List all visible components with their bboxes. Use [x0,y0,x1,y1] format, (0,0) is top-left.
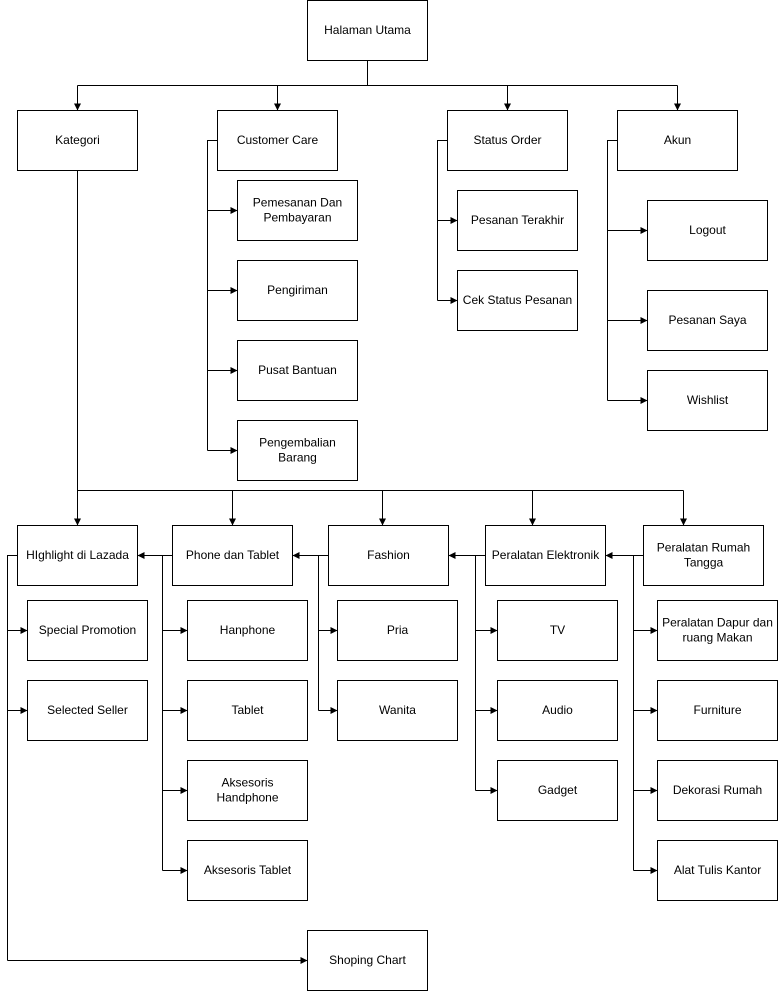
node-special-promotion: Special Promotion [27,600,148,661]
node-pria: Pria [337,600,458,661]
node-label: Peralatan Dapur dan [662,616,773,630]
node-label: Hanphone [220,623,276,637]
node-label: Furniture [693,703,741,717]
status-order-spine [437,140,448,301]
node-label: HIghlight di Lazada [26,548,129,562]
node-label: Akun [664,133,691,147]
node-hanphone: Hanphone [187,600,308,661]
node-highlight: HIghlight di Lazada [17,525,138,586]
node-label: Pemesanan Dan [253,196,342,210]
node-label: Pria [387,623,409,637]
node-shoping-chart: Shoping Chart [307,930,428,991]
node-akun: Akun [617,110,738,171]
node-label: Logout [689,223,726,237]
node-label: Pesanan Terakhir [471,213,564,227]
node-label: Alat Tulis Kantor [674,863,761,877]
elektronik-spine [475,555,486,791]
fashion-spine [318,555,329,711]
connectors [7,60,687,964]
node-label: Tangga [684,556,724,570]
rumah-spine [633,555,644,871]
node-label: TV [550,623,565,637]
node-alat-tulis: Alat Tulis Kantor [657,840,778,901]
node-pengiriman: Pengiriman [237,260,358,321]
node-tv: TV [497,600,618,661]
node-aks-tablet: Aksesoris Tablet [187,840,308,901]
node-label: Barang [278,451,317,465]
node-gadget: Gadget [497,760,618,821]
node-audio: Audio [497,680,618,741]
node-label: Peralatan Elektronik [492,548,600,562]
node-label: Aksesoris [221,776,273,790]
node-label: Pengembalian [259,436,336,450]
node-label: ruang Makan [682,631,752,645]
node-label: Tablet [231,703,264,717]
node-kategori: Kategori [17,110,138,171]
node-customer-care: Customer Care [217,110,338,171]
node-label: Halaman Utama [324,23,411,37]
node-label: Shoping Chart [329,953,406,967]
akun-spine [607,140,618,401]
node-cek-status: Cek Status Pesanan [457,270,578,331]
node-label: Status Order [473,133,541,147]
node-label: Audio [542,703,573,717]
node-pesanan-terakhir: Pesanan Terakhir [457,190,578,251]
node-furniture: Furniture [657,680,778,741]
phone-spine [162,555,173,871]
node-elektronik: Peralatan Elektronik [485,525,606,586]
node-selected-seller: Selected Seller [27,680,148,741]
node-label: Customer Care [237,133,319,147]
node-phone-tablet: Phone dan Tablet [172,525,293,586]
node-label: Peralatan Rumah [657,541,750,555]
node-label: Special Promotion [39,623,136,637]
highlight-spine [7,555,18,961]
node-tablet: Tablet [187,680,308,741]
node-label: Pengiriman [267,283,328,297]
node-wanita: Wanita [337,680,458,741]
node-label: Cek Status Pesanan [463,293,572,307]
node-label: Dekorasi Rumah [673,783,762,797]
node-label: Phone dan Tablet [186,548,280,562]
node-label: Kategori [55,133,100,147]
node-label: Gadget [538,783,578,797]
customer-care-spine [207,140,218,451]
node-label: Selected Seller [47,703,128,717]
node-fashion: Fashion [328,525,449,586]
node-logout: Logout [647,200,768,261]
node-dekorasi: Dekorasi Rumah [657,760,778,821]
node-pusat-bantuan: Pusat Bantuan [237,340,358,401]
node-label: Pesanan Saya [668,313,746,327]
node-root: Halaman Utama [307,0,428,61]
node-label: Pusat Bantuan [258,363,337,377]
node-label: Pembayaran [263,211,331,225]
node-pesanan-saya: Pesanan Saya [647,290,768,351]
node-label: Wanita [379,703,416,717]
node-label: Fashion [367,548,410,562]
node-status-order: Status Order [447,110,568,171]
node-label: Handphone [216,791,278,805]
node-label: Wishlist [687,393,729,407]
node-label: Aksesoris Tablet [204,863,292,877]
node-wishlist: Wishlist [647,370,768,431]
